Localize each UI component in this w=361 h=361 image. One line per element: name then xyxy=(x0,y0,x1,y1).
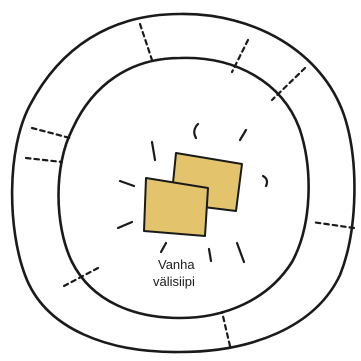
emphasis-mark-8 xyxy=(161,243,166,252)
ring-divider-bottom xyxy=(222,312,230,346)
emphasis-mark-5 xyxy=(237,243,244,262)
ring-divider-right xyxy=(312,222,354,228)
emphasis-mark-1 xyxy=(152,142,155,160)
emphasis-mark-9 xyxy=(209,249,211,261)
emphasis-mark-4 xyxy=(263,176,267,186)
ring-divider-upper-right xyxy=(272,68,305,100)
block-label-line-2: välisiipi xyxy=(153,273,195,290)
block-label-line-1: Vanha xyxy=(158,256,195,273)
emphasis-mark-3 xyxy=(240,130,246,140)
spacer-block-front xyxy=(144,178,208,236)
ring-divider-top-left xyxy=(140,24,152,60)
ring-divider-lower-left xyxy=(64,268,98,286)
emphasis-mark-6 xyxy=(120,181,134,186)
emphasis-mark-2 xyxy=(194,124,198,138)
ring-divider-left-lower xyxy=(26,158,62,162)
emphasis-mark-7 xyxy=(118,222,132,228)
ring-divider-left-upper xyxy=(32,128,70,138)
